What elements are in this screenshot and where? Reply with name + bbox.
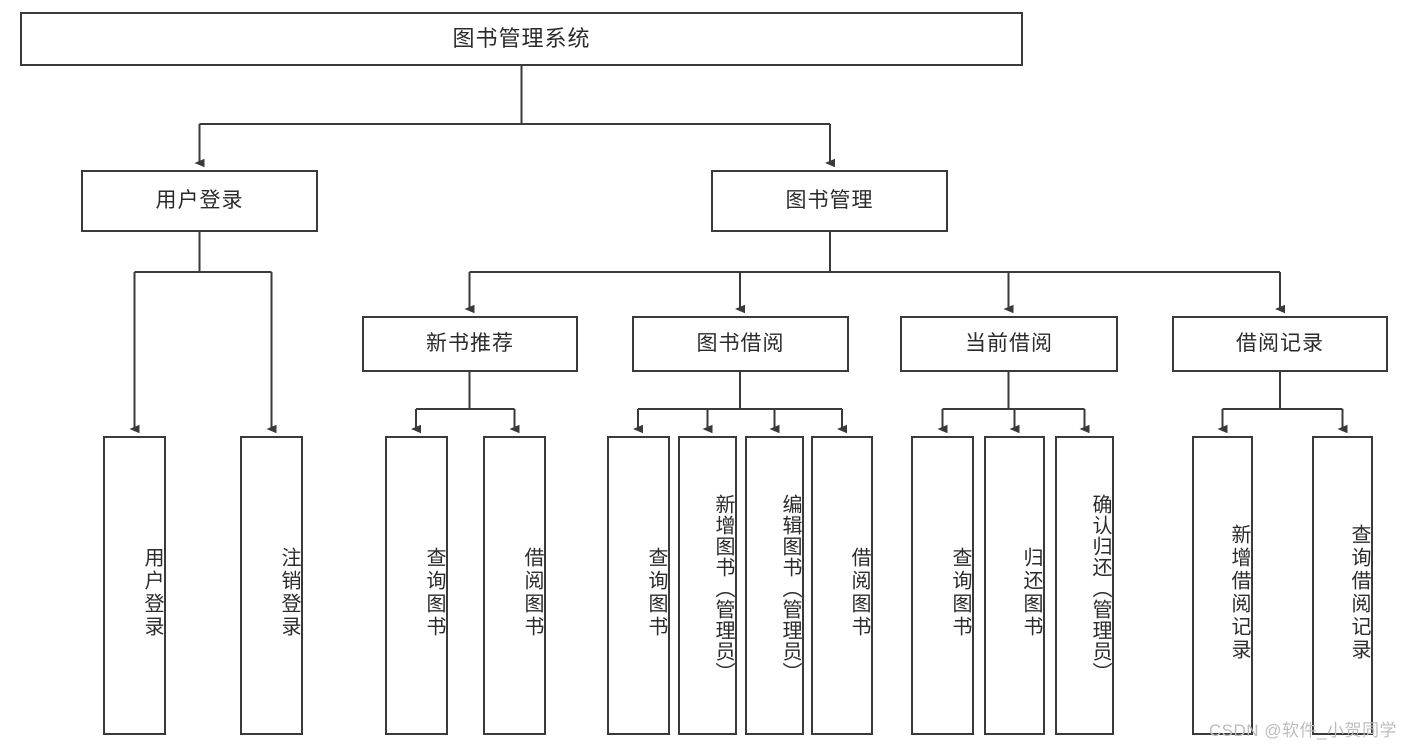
node-label: 查询图书 xyxy=(423,546,445,639)
node-leaf-query-book-1[interactable]: 查询图书 xyxy=(385,436,448,735)
node-user-login[interactable]: 用户登录 xyxy=(81,170,318,232)
node-label: 新书推荐 xyxy=(426,332,514,356)
node-label: 编辑图书（管理员） xyxy=(779,494,801,683)
node-label: 新增图书（管理员） xyxy=(712,494,734,683)
node-book-borrow[interactable]: 图书借阅 xyxy=(632,316,849,372)
node-root-book-management-system[interactable]: 图书管理系统 xyxy=(20,12,1023,66)
node-label: 图书管理系统 xyxy=(452,25,591,51)
node-new-book-recommend[interactable]: 新书推荐 xyxy=(362,316,578,372)
node-label: 图书借阅 xyxy=(696,332,785,356)
node-leaf-add-borrow-record[interactable]: 新增借阅记录 xyxy=(1192,436,1253,735)
node-label: 用户登录 xyxy=(155,189,244,213)
node-label: 借阅记录 xyxy=(1236,332,1324,356)
node-label: 借阅图书 xyxy=(848,546,870,639)
node-leaf-logout[interactable]: 注销登录 xyxy=(240,436,303,735)
node-label: 借阅图书 xyxy=(521,546,543,639)
node-label: 查询图书 xyxy=(949,546,971,639)
node-leaf-query-book-2[interactable]: 查询图书 xyxy=(607,436,670,735)
node-borrow-record[interactable]: 借阅记录 xyxy=(1172,316,1388,372)
node-leaf-edit-book[interactable]: 编辑图书（管理员） xyxy=(745,436,804,735)
node-leaf-query-book-3[interactable]: 查询图书 xyxy=(911,436,974,735)
node-current-borrow[interactable]: 当前借阅 xyxy=(900,316,1118,372)
node-book-management[interactable]: 图书管理 xyxy=(711,170,948,232)
node-label: 注销登录 xyxy=(278,546,300,639)
watermark-csdn: CSDN @软件_小贺同学 xyxy=(1208,721,1397,740)
node-leaf-return-book[interactable]: 归还图书 xyxy=(984,436,1045,735)
node-leaf-query-borrow-record[interactable]: 查询借阅记录 xyxy=(1312,436,1373,735)
node-label: 确认归还（管理员） xyxy=(1089,494,1111,683)
node-leaf-add-book[interactable]: 新增图书（管理员） xyxy=(678,436,737,735)
node-label: 当前借阅 xyxy=(965,332,1053,356)
node-leaf-confirm-return[interactable]: 确认归还（管理员） xyxy=(1055,436,1114,735)
node-leaf-user-login[interactable]: 用户登录 xyxy=(103,436,166,735)
node-leaf-borrow-book-2[interactable]: 借阅图书 xyxy=(811,436,873,735)
node-leaf-borrow-book-1[interactable]: 借阅图书 xyxy=(483,436,546,735)
node-label: 查询图书 xyxy=(645,546,667,639)
node-label: 用户登录 xyxy=(141,546,163,639)
node-label: 图书管理 xyxy=(785,189,874,213)
node-label: 查询借阅记录 xyxy=(1348,523,1370,662)
node-label: 新增借阅记录 xyxy=(1228,523,1250,662)
node-label: 归还图书 xyxy=(1020,546,1042,639)
